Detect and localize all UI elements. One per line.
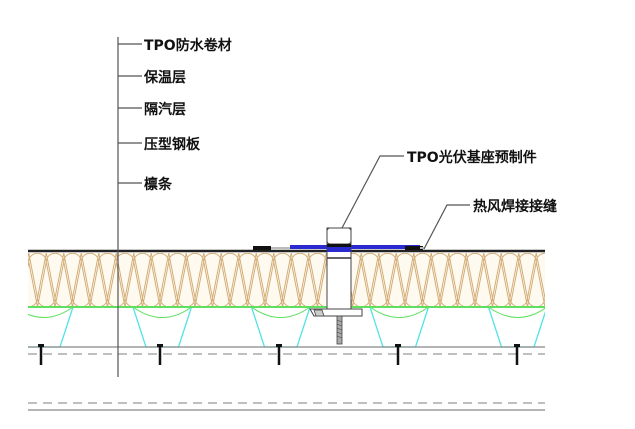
pv-base <box>253 227 425 345</box>
leader-lines <box>117 37 470 377</box>
insulation-layer <box>28 253 545 308</box>
screw-head <box>38 344 44 347</box>
screw-head <box>395 344 401 347</box>
screw-head <box>514 344 520 347</box>
screws <box>38 344 520 365</box>
weld-cap-left <box>253 246 271 250</box>
label-vapour-barrier: 隔汽层 <box>144 101 186 118</box>
label-tpo-membrane: TPO防水卷材 <box>144 37 232 54</box>
deck-profile <box>28 306 545 348</box>
label-hot-air-weld: 热风焊接接缝 <box>473 198 557 215</box>
label-insulation: 保温层 <box>143 69 186 86</box>
weld-cap-right <box>405 246 423 250</box>
vapour-barrier-sag <box>28 306 545 318</box>
screw-head <box>276 344 282 347</box>
base-plate <box>290 245 420 249</box>
screw-head <box>157 344 163 347</box>
label-steel-deck: 压型钢板 <box>144 136 201 153</box>
label-purlin: 檩条 <box>144 176 173 193</box>
label-pv-base: TPO光伏基座预制件 <box>407 149 537 166</box>
